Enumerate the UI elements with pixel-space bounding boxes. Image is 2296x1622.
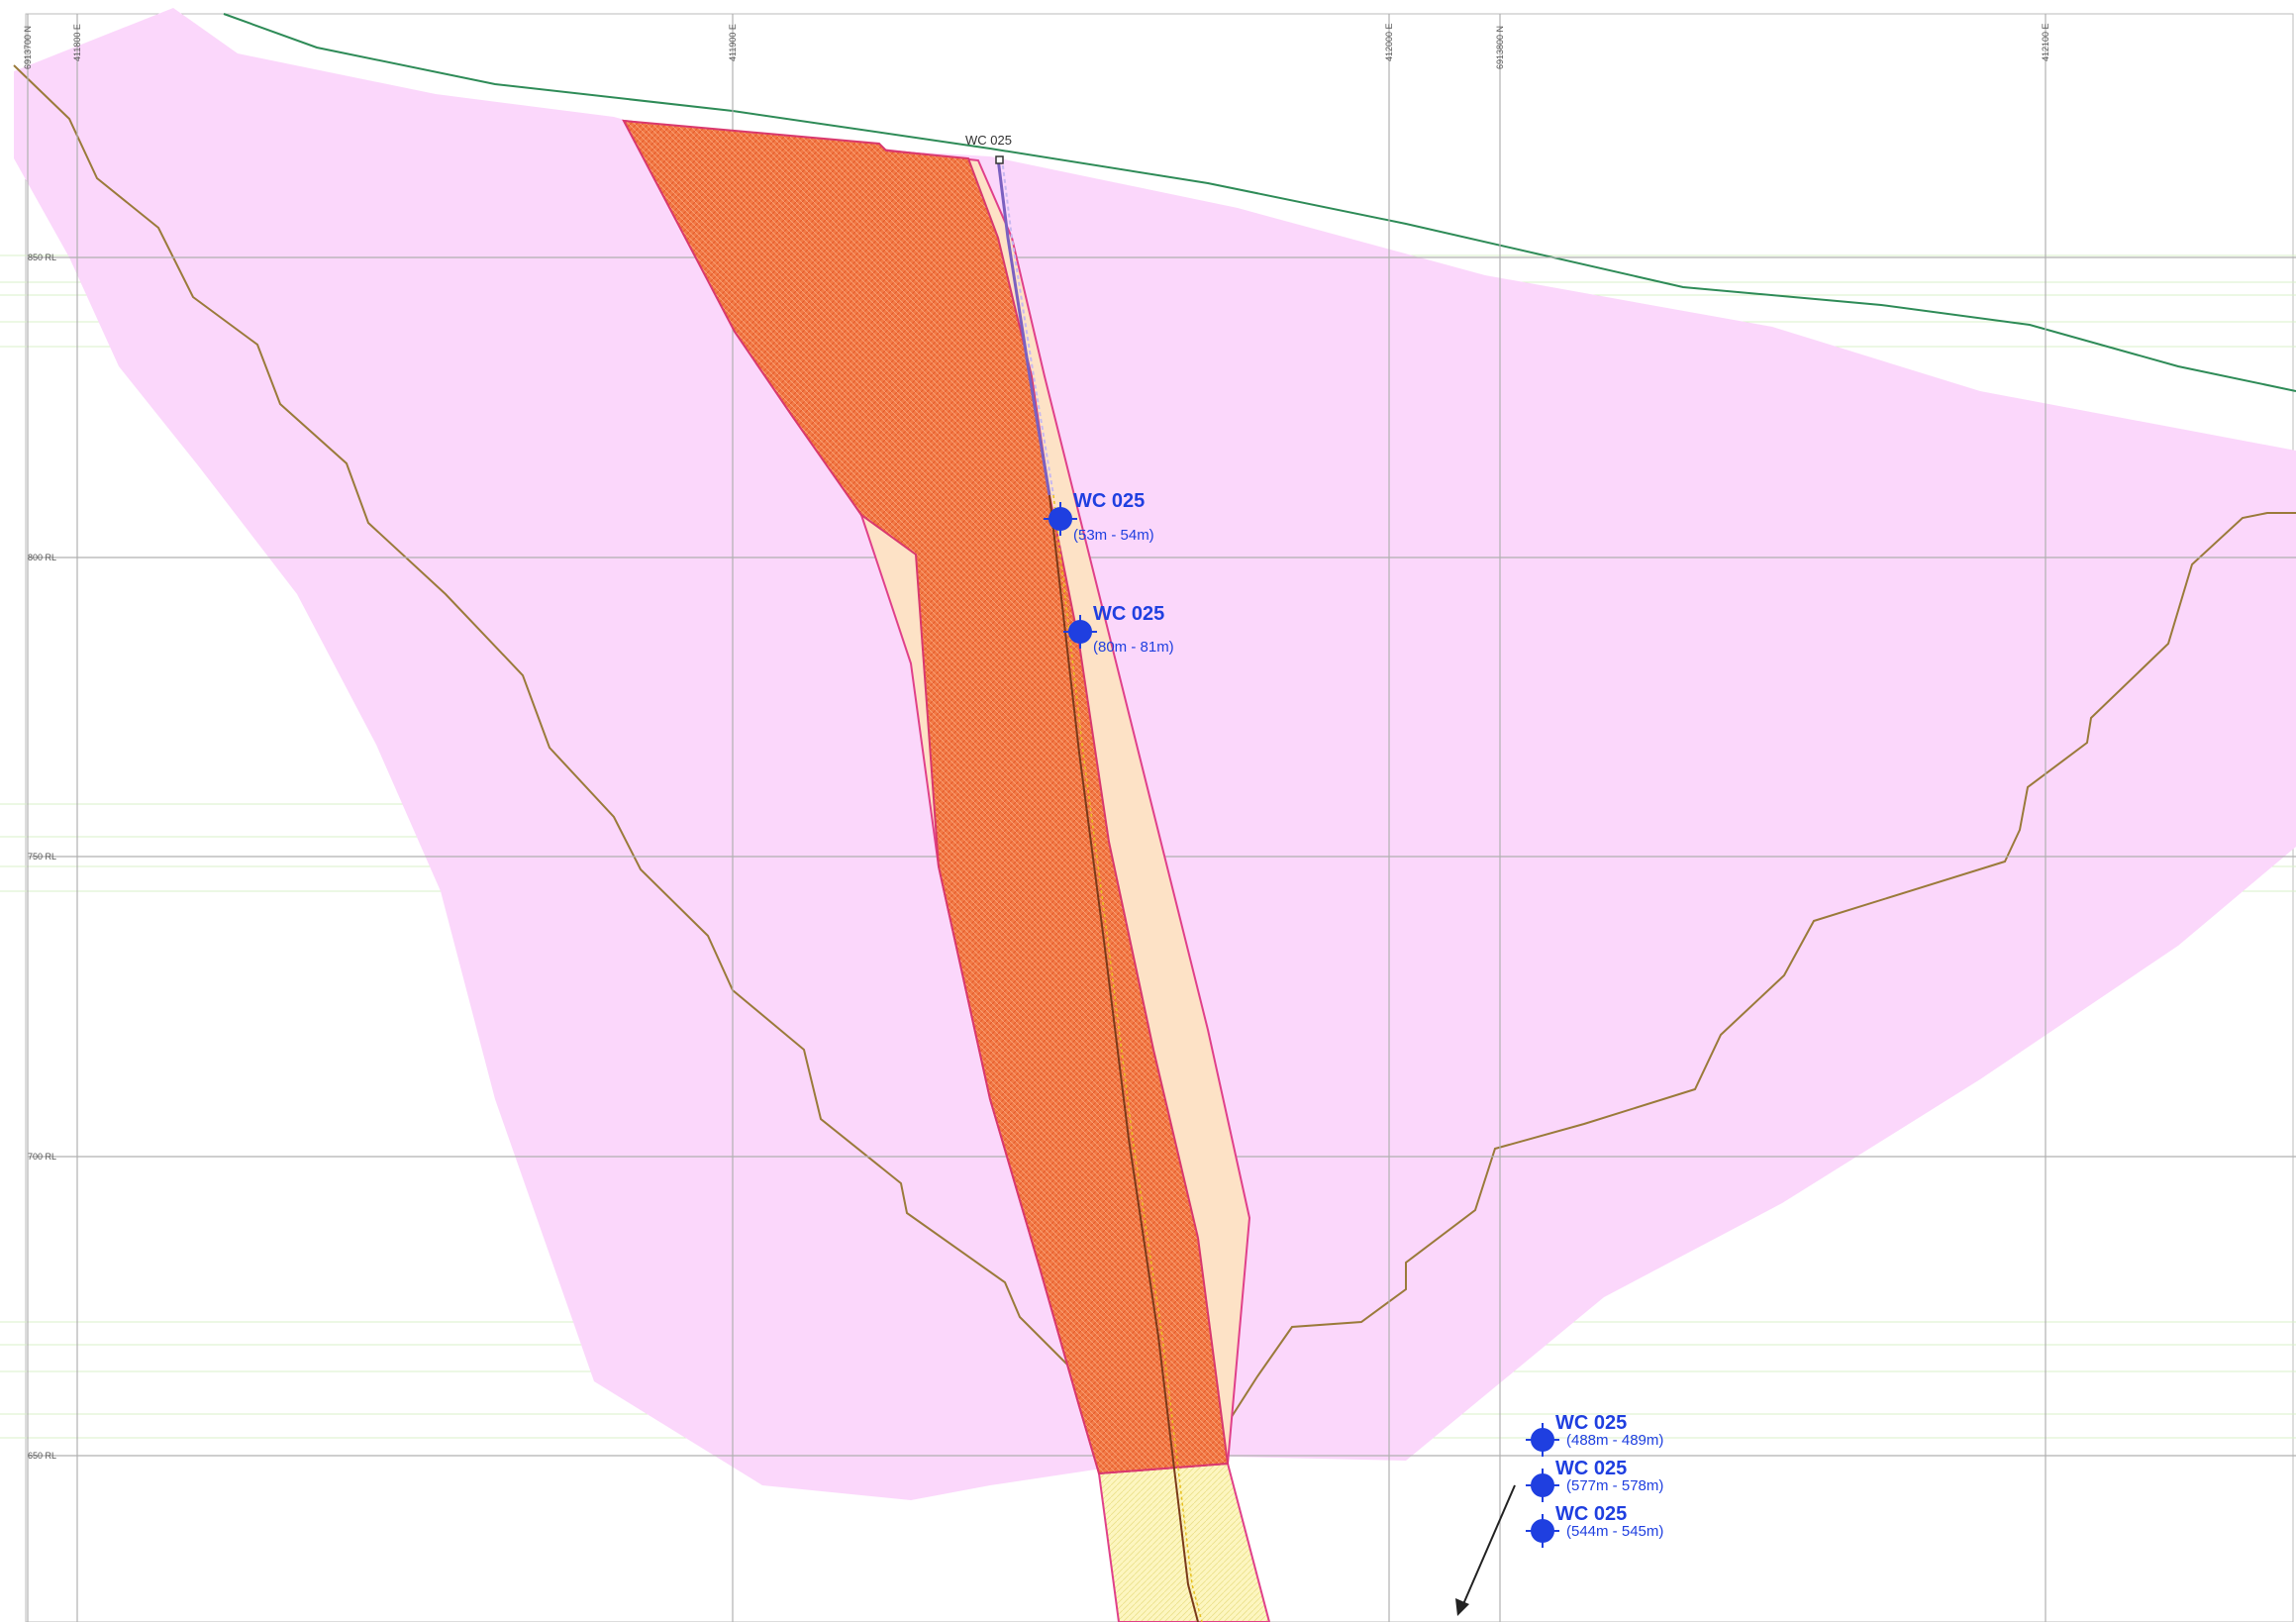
easting-label-1: 411800 E	[72, 24, 82, 61]
northing-label-1: 6913700 N	[23, 26, 33, 69]
left-contour-line	[13, 64, 1080, 1377]
envelope-zone	[14, 8, 2296, 1500]
intercept-labels: WC 025 (53m - 54m) WC 025 (80m - 81m) WC…	[1073, 490, 1663, 1540]
intercept-5-range: (544m - 545m)	[1566, 1523, 1663, 1540]
intercept-3-hole: WC 025	[1555, 1412, 1627, 1434]
lower-mineralised-zone	[1097, 1462, 1271, 1622]
collar-label: WC 025	[965, 133, 1012, 148]
intercept-2-hole: WC 025	[1093, 603, 1164, 625]
easting-label-2: 411900 E	[728, 24, 738, 61]
intercept-2-range: (80m - 81m)	[1093, 639, 1174, 656]
rl-label-750: 750 RL	[28, 852, 56, 862]
intercept-5-hole: WC 025	[1555, 1503, 1627, 1525]
rl-label-850: 850 RL	[28, 253, 56, 262]
easting-label-4: 412100 E	[2041, 23, 2050, 61]
drillhole-trace	[996, 157, 1203, 1622]
orebody-lode	[622, 119, 1230, 1475]
rl-label-800: 800 RL	[28, 553, 56, 562]
grid-labels: 6913700 N 411800 E 411900 E 412000 E 691…	[23, 23, 2050, 1461]
right-contour-line	[1225, 512, 2296, 1427]
intercept-4-range: (577m - 578m)	[1566, 1477, 1663, 1494]
rl-label-650: 650 RL	[28, 1451, 56, 1461]
intercept-marker-3	[1526, 1423, 1559, 1457]
intercept-4-hole: WC 025	[1555, 1458, 1627, 1479]
collar-marker	[995, 155, 1004, 164]
topographic-surface-line	[223, 13, 2296, 392]
intercept-marker-2	[1063, 615, 1097, 649]
intercept-marker-1	[1044, 502, 1077, 536]
intercept-3-range: (488m - 489m)	[1566, 1432, 1663, 1449]
intercept-marker-4	[1526, 1469, 1559, 1502]
intercept-1-range: (53m - 54m)	[1073, 527, 1154, 544]
northing-label-2: 6913800 N	[1495, 26, 1505, 69]
intercept-markers	[1044, 502, 1559, 1548]
rl-label-700: 700 RL	[28, 1152, 56, 1162]
easting-label-3: 412000 E	[1384, 23, 1394, 61]
intercept-marker-5	[1526, 1514, 1559, 1548]
direction-arrow	[1455, 1484, 1516, 1616]
intercept-1-hole: WC 025	[1073, 490, 1145, 512]
